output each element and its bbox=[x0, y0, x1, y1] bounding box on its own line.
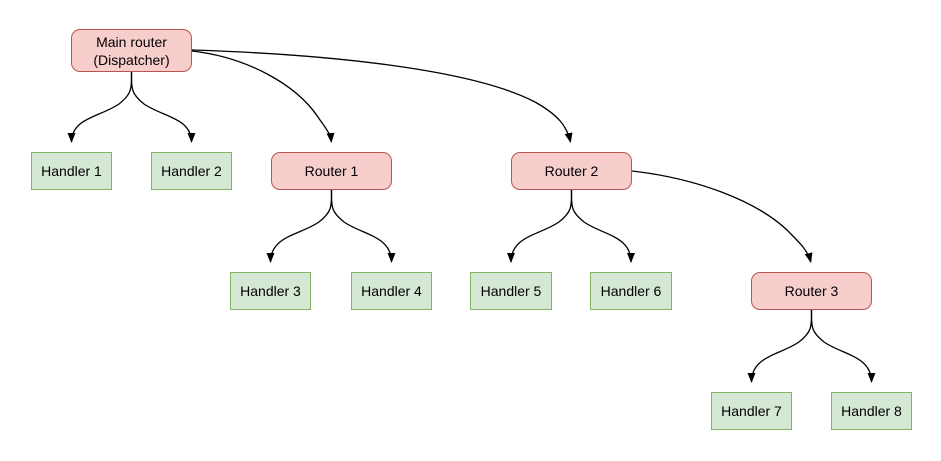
node-handler-4-label: Handler 4 bbox=[361, 283, 422, 299]
edge-main-to-router-2 bbox=[191, 49, 573, 143]
node-handler-8: Handler 8 bbox=[831, 392, 912, 430]
node-handler-3-label: Handler 3 bbox=[240, 283, 301, 299]
edge-router-2-to-handler-6 bbox=[570, 189, 635, 263]
edge-router-3-to-handler-8 bbox=[810, 309, 876, 383]
edge-router-2-to-handler-5 bbox=[507, 189, 573, 263]
node-router-2-label: Router 2 bbox=[544, 163, 599, 179]
node-handler-2: Handler 2 bbox=[151, 152, 232, 190]
edge-main-to-handler-1 bbox=[67, 71, 133, 143]
edge-router-1-to-handler-4 bbox=[330, 189, 396, 263]
edge-router-2-to-router-3 bbox=[631, 170, 813, 263]
node-router-3: Router 3 bbox=[751, 272, 872, 310]
node-handler-4: Handler 4 bbox=[351, 272, 432, 310]
node-handler-1-label: Handler 1 bbox=[41, 163, 102, 179]
edge-router-3-to-handler-7 bbox=[747, 309, 813, 383]
node-router-2: Router 2 bbox=[511, 152, 632, 190]
edge-main-to-router-1 bbox=[191, 50, 335, 143]
node-handler-7-label: Handler 7 bbox=[721, 403, 782, 419]
node-handler-8-label: Handler 8 bbox=[841, 403, 902, 419]
node-main-router-label: Main router bbox=[96, 33, 167, 50]
node-handler-6-label: Handler 6 bbox=[600, 283, 662, 299]
edge-main-to-handler-2 bbox=[130, 71, 196, 143]
node-handler-2-label: Handler 2 bbox=[161, 163, 222, 179]
node-main-router-sublabel: (Dispatcher) bbox=[93, 51, 170, 68]
node-handler-5-label: Handler 5 bbox=[480, 283, 542, 299]
node-handler-5: Handler 5 bbox=[470, 272, 552, 310]
edge-router-1-to-handler-3 bbox=[266, 189, 333, 263]
node-handler-6: Handler 6 bbox=[590, 272, 672, 310]
node-router-1-label: Router 1 bbox=[304, 163, 359, 179]
node-router-1: Router 1 bbox=[271, 152, 392, 190]
node-handler-3: Handler 3 bbox=[230, 272, 311, 310]
node-handler-1: Handler 1 bbox=[31, 152, 112, 190]
node-handler-7: Handler 7 bbox=[711, 392, 792, 430]
node-router-3-label: Router 3 bbox=[784, 283, 839, 299]
node-main-router: Main router (Dispatcher) bbox=[71, 29, 192, 72]
